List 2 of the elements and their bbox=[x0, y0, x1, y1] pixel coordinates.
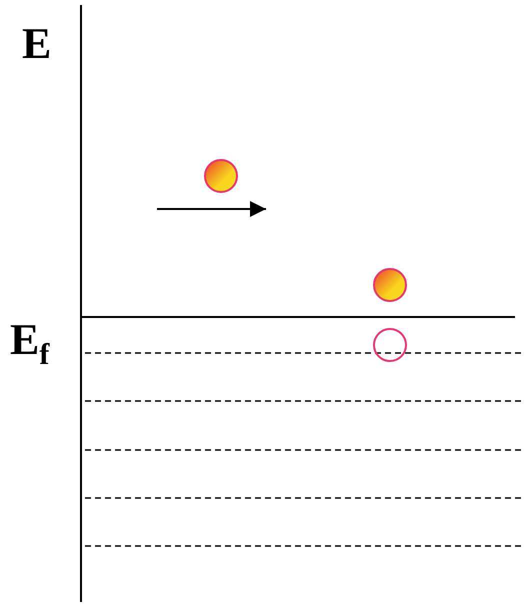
energy-label: E bbox=[22, 22, 52, 66]
fermi-energy-label: E$_{f}$ bbox=[10, 318, 50, 370]
